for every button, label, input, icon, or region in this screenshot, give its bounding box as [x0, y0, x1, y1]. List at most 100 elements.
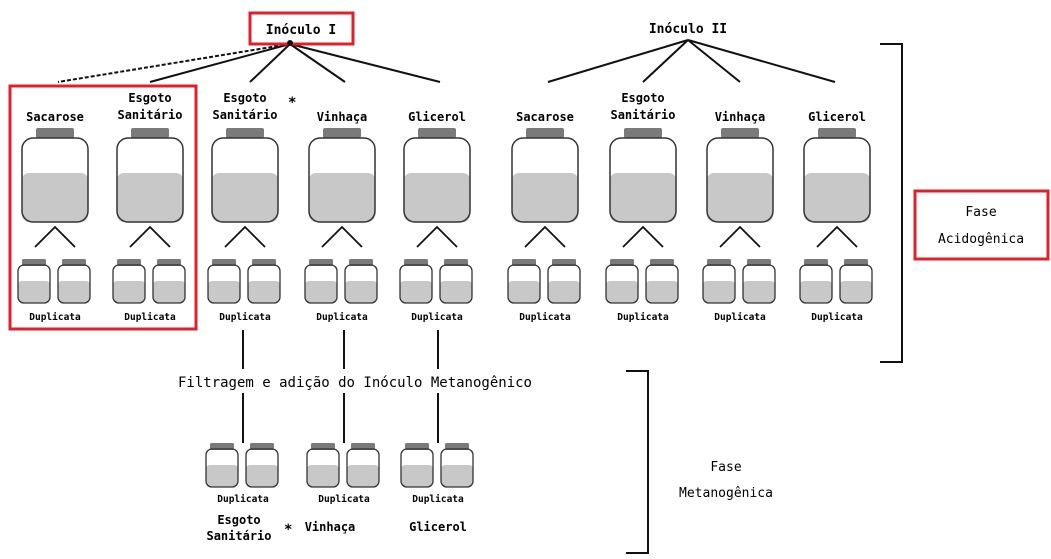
duplicate-bottle	[548, 259, 580, 303]
reactor-cap	[526, 128, 564, 138]
meth-label-esgoto: Esgoto	[217, 513, 260, 527]
split-lines	[130, 227, 170, 247]
duplicate-liquid	[606, 281, 638, 303]
duplicate-liquid	[307, 465, 339, 487]
duplicate-bottle	[208, 259, 240, 303]
substrate-label-line-2: Sanitário	[610, 108, 675, 122]
reactor-cap	[818, 128, 856, 138]
reactor-bottle	[212, 128, 278, 247]
phase-acidogenic-highlight	[915, 191, 1048, 259]
reactor-liquid	[512, 173, 578, 222]
duplicate-liquid	[800, 281, 832, 303]
substrate-label-line-1: Esgoto	[128, 91, 171, 105]
duplicate-bottle	[441, 443, 473, 487]
duplicate-bottle	[305, 259, 337, 303]
substrate-label-line-1: Esgoto	[621, 91, 664, 105]
reactor-liquid	[707, 173, 773, 222]
duplicate-label: Duplicata	[219, 312, 271, 323]
split-lines	[720, 227, 760, 247]
duplicate-liquid	[305, 281, 337, 303]
reactor-cap	[624, 128, 662, 138]
duplicate-liquid	[58, 281, 90, 303]
substrate-label-line-2: Sanitário	[212, 108, 277, 122]
reactor-cap	[721, 128, 759, 138]
phase-acidogenic-line-2: Acidogênica	[938, 232, 1024, 247]
reactor-bottle	[22, 128, 88, 247]
reactor-liquid	[22, 173, 88, 222]
reactor-liquid	[804, 173, 870, 222]
duplicate-label: Duplicata	[316, 312, 368, 323]
duplicate-liquid	[18, 281, 50, 303]
duplicate-bottle	[58, 259, 90, 303]
reactor-liquid	[212, 173, 278, 222]
substrate-label: Sacarose	[516, 110, 574, 124]
duplicate-label: Duplicata	[714, 312, 766, 323]
duplicate-liquid	[206, 465, 238, 487]
duplicate-liquid	[345, 281, 377, 303]
bracket-methanogenic	[626, 371, 648, 553]
reactor-bottle	[309, 128, 375, 247]
acidogenic-reactors: Duplicata Duplicata Duplicata Duplicata Dupl…	[18, 128, 872, 323]
duplicate-label: Duplicata	[29, 312, 81, 323]
duplicate-bottle	[347, 443, 379, 487]
duplicate-bottle	[703, 259, 735, 303]
split-lines	[417, 227, 457, 247]
duplicate-bottle	[248, 259, 280, 303]
reactor-bottle	[707, 128, 773, 247]
substrate-label: Vinhaça	[715, 110, 766, 124]
reactor-liquid	[309, 173, 375, 222]
split-lines	[817, 227, 857, 247]
duplicate-label: Duplicata	[412, 494, 464, 505]
duplicate-bottle	[840, 259, 872, 303]
duplicate-liquid	[347, 465, 379, 487]
asterisk-acidogenic: *	[288, 95, 296, 111]
reactor-cap	[418, 128, 456, 138]
duplicate-liquid	[548, 281, 580, 303]
duplicate-liquid	[246, 465, 278, 487]
methanogenic-reactors: Duplicata Duplicata Duplicata	[206, 443, 473, 505]
substrate-label-line-2: Sanitário	[117, 108, 182, 122]
acidogenic-substrate-labels: Sacarose EsgotoSanitário EsgotoSanitário Vi…	[26, 91, 866, 124]
duplicate-bottle	[606, 259, 638, 303]
duplicate-label: Duplicata	[217, 494, 269, 505]
split-lines	[525, 227, 565, 247]
inoculum-connectors	[58, 40, 835, 82]
inoculum-2-label: Inóculo II	[649, 22, 727, 37]
duplicate-liquid	[441, 465, 473, 487]
substrate-label-line-1: Esgoto	[223, 91, 266, 105]
duplicate-label: Duplicata	[124, 312, 176, 323]
inoculum-1-label: Inóculo I	[266, 23, 336, 38]
duplicate-liquid	[153, 281, 185, 303]
reactor-cap	[323, 128, 361, 138]
reactor-liquid	[404, 173, 470, 222]
duplicate-bottle	[153, 259, 185, 303]
duplicate-bottle	[246, 443, 278, 487]
duplicate-bottle	[307, 443, 339, 487]
duplicate-label: Duplicata	[318, 494, 370, 505]
duplicate-bottle	[206, 443, 238, 487]
duplicate-label: Duplicata	[519, 312, 571, 323]
reactor-liquid	[117, 173, 183, 222]
reactor-liquid	[610, 173, 676, 222]
duplicate-bottle	[400, 259, 432, 303]
duplicate-liquid	[743, 281, 775, 303]
duplicate-liquid	[248, 281, 280, 303]
reactor-bottle	[512, 128, 578, 247]
duplicate-liquid	[113, 281, 145, 303]
duplicate-bottle	[440, 259, 472, 303]
duplicate-bottle	[646, 259, 678, 303]
duplicate-bottle	[508, 259, 540, 303]
duplicate-liquid	[703, 281, 735, 303]
meth-label-glicerol: Glicerol	[409, 520, 467, 534]
duplicate-liquid	[646, 281, 678, 303]
duplicate-liquid	[208, 281, 240, 303]
duplicate-label: Duplicata	[411, 312, 463, 323]
duplicate-bottle	[345, 259, 377, 303]
split-lines	[623, 227, 663, 247]
reactor-cap	[226, 128, 264, 138]
duplicate-liquid	[400, 281, 432, 303]
split-lines	[225, 227, 265, 247]
split-lines	[35, 227, 75, 247]
substrate-label: Glicerol	[808, 110, 866, 124]
